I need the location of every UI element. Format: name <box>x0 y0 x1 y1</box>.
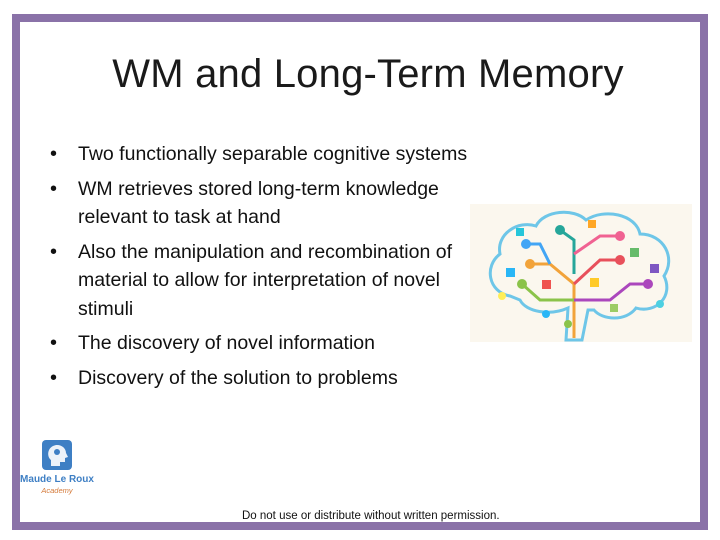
logo-subtitle: Academy <box>41 486 73 495</box>
bullet-list: Two functionally separable cognitive sys… <box>48 140 468 398</box>
bullet-item: The discovery of novel information <box>48 329 468 358</box>
academy-logo: Maude Le Roux Academy <box>14 440 100 500</box>
head-profile-icon <box>42 440 72 470</box>
bullet-item: Also the manipulation and recombination … <box>48 238 468 324</box>
bullet-item: Discovery of the solution to problems <box>48 364 468 393</box>
brain-network-icon <box>470 204 692 342</box>
logo-name: Maude Le Roux <box>20 474 94 485</box>
bullet-item: Two functionally separable cognitive sys… <box>48 140 468 169</box>
bullet-item: WM retrieves stored long-term knowledge … <box>48 175 468 232</box>
slide-title: WM and Long-Term Memory <box>112 52 624 96</box>
slide-frame: WM and Long-Term Memory Two functionally… <box>12 14 708 530</box>
copyright-notice: Do not use or distribute without written… <box>242 510 500 522</box>
